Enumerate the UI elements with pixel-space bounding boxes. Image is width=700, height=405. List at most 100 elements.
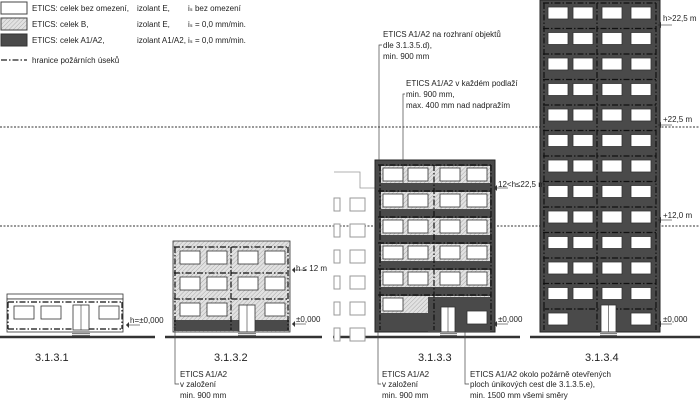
window — [630, 108, 652, 122]
window — [407, 167, 429, 182]
window — [630, 134, 652, 147]
window — [630, 185, 652, 198]
window — [237, 276, 259, 291]
window — [439, 193, 461, 208]
building-id: 3.1.3.1 — [35, 352, 69, 364]
height-label: h>22,5 m — [663, 14, 697, 23]
window — [40, 305, 62, 320]
window — [630, 236, 652, 249]
window — [572, 185, 594, 198]
window — [630, 210, 652, 224]
window — [439, 271, 461, 286]
window — [547, 108, 569, 122]
window — [601, 108, 623, 122]
note-line: dle 3.1.3.5.d), — [383, 41, 432, 50]
level-arrow — [658, 22, 661, 28]
note-boundary: ETICS A1/A2 na rozhraní objektů dle 3.1.… — [378, 30, 501, 160]
note-line: min. 900 mm, — [406, 90, 454, 99]
neighbor-window — [349, 223, 366, 238]
window — [206, 302, 228, 317]
building-id: 3.1.3.4 — [585, 352, 619, 364]
window — [572, 261, 594, 275]
legend-label: ETICS: celek A1/A2, — [32, 36, 104, 45]
window — [547, 236, 569, 249]
window — [547, 210, 569, 224]
level-label: ±0,000 — [498, 315, 523, 324]
window — [466, 193, 488, 208]
level-arrow — [658, 321, 661, 327]
level-arrow — [494, 321, 497, 327]
window — [572, 32, 594, 45]
window — [382, 219, 404, 234]
level-arrow — [126, 322, 129, 328]
neighbor-window — [333, 275, 341, 290]
window — [630, 287, 652, 300]
note-line: v založení — [180, 380, 217, 389]
window — [547, 134, 569, 147]
window — [630, 83, 652, 96]
window — [547, 261, 569, 275]
legend: ETICS: celek bez omezení, izolant E, iₛ … — [0, 1, 246, 65]
window — [547, 32, 569, 45]
note-line: ETICS A1/A2 na rozhraní objektů — [383, 30, 501, 39]
note-line: min. 900 mm — [180, 391, 227, 400]
window — [264, 276, 286, 291]
window — [572, 6, 594, 20]
window — [572, 83, 594, 96]
window — [547, 312, 569, 326]
neighbor-window — [349, 327, 366, 342]
legend-spread: iₛ bez omezení — [188, 4, 242, 13]
neighbor-window — [333, 327, 341, 342]
window — [601, 210, 623, 224]
level-arrow — [494, 185, 497, 191]
window — [601, 159, 623, 173]
roof — [6, 293, 124, 300]
level-arrow — [292, 267, 295, 273]
neighbor-window — [349, 275, 366, 290]
level-label: +22,5 m — [663, 115, 692, 124]
window — [382, 297, 404, 312]
window — [98, 305, 120, 320]
window — [439, 219, 461, 234]
level-arrow — [292, 321, 295, 327]
legend-spread: iₛ = 0,0 mm/min. — [188, 20, 246, 29]
note-escape: ETICS A1/A2 okolo požárně otevřených plo… — [464, 330, 611, 400]
window — [466, 167, 488, 182]
window — [572, 134, 594, 147]
level-arrow — [658, 217, 661, 223]
window — [547, 6, 569, 20]
window — [547, 185, 569, 198]
window — [601, 236, 623, 249]
note-base-3: ETICS A1/A2 v založení min. 900 mm — [377, 332, 430, 400]
window — [601, 261, 623, 275]
window — [264, 302, 286, 317]
window — [630, 57, 652, 71]
legend-label: ETICS: celek bez omezení, — [32, 4, 129, 13]
window — [630, 159, 652, 173]
window — [601, 287, 623, 300]
window — [382, 271, 404, 286]
window — [407, 271, 429, 286]
note-each-floor: ETICS A1/A2 v každém podlaží min. 900 mm… — [402, 79, 518, 183]
legend-swatch-hatched — [0, 17, 28, 31]
note-line: min. 1500 mm všemi směry — [470, 391, 568, 400]
level-label: h=±0,000 — [130, 316, 164, 325]
level-label: +12,0 m — [663, 211, 692, 220]
building-id: 3.1.3.3 — [418, 352, 452, 364]
window — [630, 261, 652, 275]
note-line: min. 900 mm — [382, 391, 429, 400]
legend-spread: iₛ = 0,0 mm/min. — [188, 36, 246, 45]
window — [572, 236, 594, 249]
window — [439, 245, 461, 260]
window — [572, 287, 594, 300]
height-label: 12<h≤22,5 m — [498, 180, 545, 189]
window — [572, 108, 594, 122]
note-line: ETICS A1/A2 okolo požárně otevřených — [470, 370, 611, 379]
window — [601, 134, 623, 147]
note-line: ETICS A1/A2 — [180, 370, 228, 379]
neighbor-window — [333, 249, 341, 264]
neighbor-window — [333, 223, 341, 238]
window — [264, 250, 286, 265]
window — [601, 6, 623, 20]
